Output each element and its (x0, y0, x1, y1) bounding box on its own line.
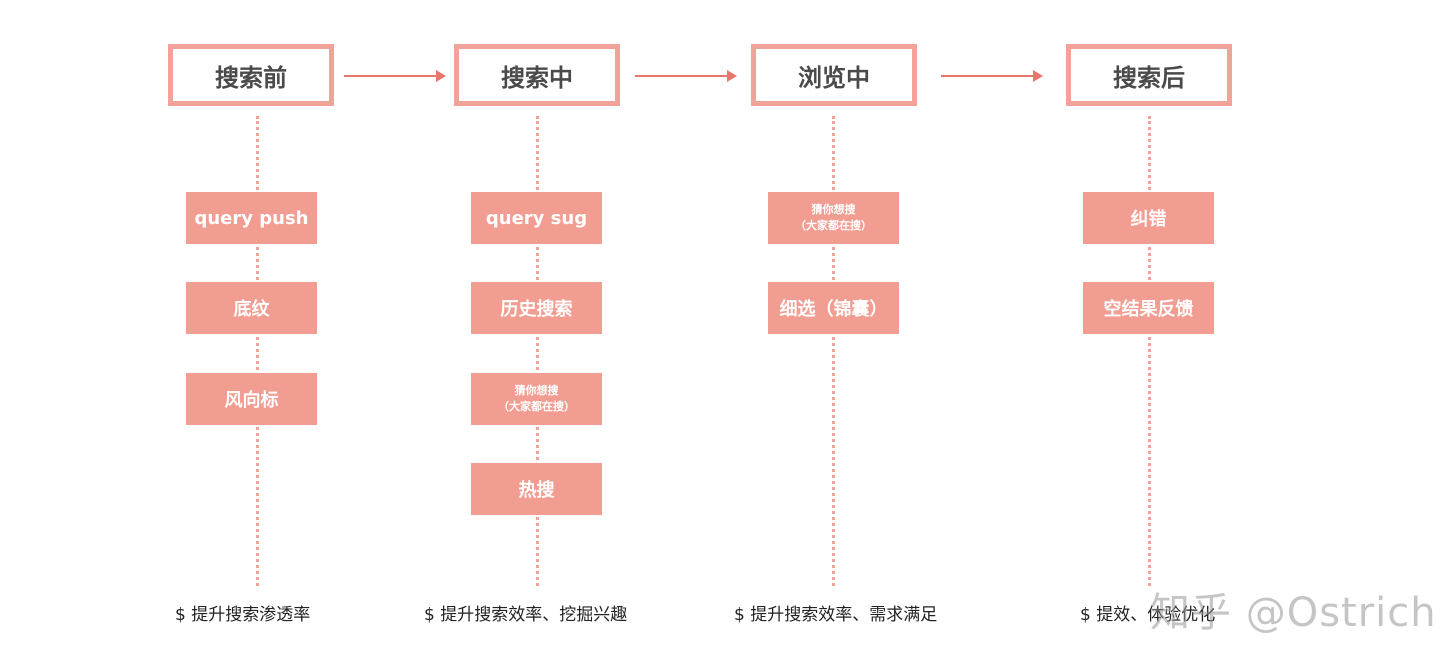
feature-box: 空结果反馈 (1083, 282, 1214, 334)
arrow-1 (344, 70, 446, 82)
stage-after-search: 搜索后 (1066, 44, 1232, 106)
feature-label: query sug (485, 207, 588, 229)
feature-box: 底纹 (186, 282, 317, 334)
feature-box: 猜你想搜 （大家都在搜） (471, 373, 602, 425)
feature-label: 历史搜索 (500, 299, 573, 320)
feature-label: 空结果反馈 (1103, 299, 1194, 320)
outcome-text: $ 提升搜索效率、需求满足 (734, 605, 938, 625)
feature-label: 细选（锦囊） (779, 299, 888, 320)
timeline-1 (256, 116, 259, 586)
feature-box: 纠错 (1083, 192, 1214, 244)
feature-box: query sug (471, 192, 602, 244)
feature-label: 底纹 (233, 299, 270, 320)
feature-box: 风向标 (186, 373, 317, 425)
feature-label-line2: （大家都在搜） (498, 400, 575, 413)
timeline-2 (536, 116, 539, 586)
stage-during-search: 搜索中 (454, 44, 620, 106)
feature-label-line1: 猜你想搜 (514, 384, 559, 397)
timeline-3 (832, 116, 835, 586)
stage-title: 搜索前 (215, 63, 287, 92)
feature-box: 热搜 (471, 463, 602, 515)
stage-title: 搜索后 (1113, 63, 1185, 92)
outcome-text: $ 提效、体验优化 (1080, 605, 1216, 625)
outcome-text: $ 提升搜索渗透率 (175, 605, 311, 625)
feature-box: query push (186, 192, 317, 244)
feature-label-line1: 猜你想搜 (811, 203, 856, 216)
feature-label: query push (194, 207, 309, 229)
arrow-3 (941, 70, 1043, 82)
feature-label: 热搜 (518, 480, 555, 501)
watermark: 知乎 @Ostrich (1150, 590, 1437, 636)
stage-title: 浏览中 (798, 63, 870, 92)
outcome-text: $ 提升搜索效率、挖掘兴趣 (424, 605, 628, 625)
feature-box: 猜你想搜 （大家都在搜） (768, 192, 899, 244)
stage-title: 搜索中 (501, 63, 573, 92)
feature-label-line2: （大家都在搜） (795, 219, 872, 232)
stage-before-search: 搜索前 (168, 44, 334, 106)
arrow-2 (635, 70, 737, 82)
feature-label: 纠错 (1130, 209, 1167, 230)
stage-browsing: 浏览中 (751, 44, 917, 106)
feature-label: 风向标 (224, 390, 279, 411)
feature-box: 历史搜索 (471, 282, 602, 334)
feature-box: 细选（锦囊） (768, 282, 899, 334)
timeline-4 (1148, 116, 1151, 586)
